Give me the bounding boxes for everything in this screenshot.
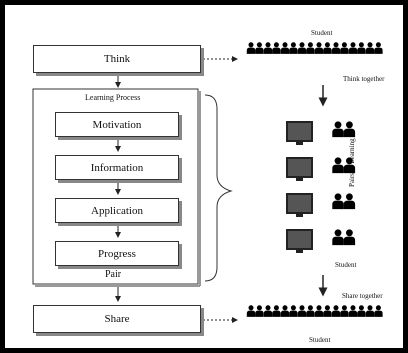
think-box: Think [33,45,201,73]
student-icon-bottom-3 [297,305,315,317]
icon-layer [246,42,383,317]
student-icon-bottom-0 [246,305,264,317]
student-bottom-label: Student [309,336,331,344]
student-pair-icon-2 [332,193,356,210]
student-icon-top-2 [280,42,298,54]
student-icon-top-3 [297,42,315,54]
connector-layer [32,56,328,323]
learning-process-title: Learning Process [85,93,141,102]
student-pair-icon-3 [332,229,356,246]
monitor-icon-3 [286,229,313,253]
student-icon-bottom-5 [331,305,349,317]
learning-process-container [32,88,199,285]
student-icon-top-0 [246,42,264,54]
information-box: Information [55,155,179,180]
student-icon-bottom-6 [348,305,366,317]
student-icon-bottom-1 [263,305,281,317]
student-icon-bottom-4 [314,305,332,317]
student-icon-bottom-2 [280,305,298,317]
student-icon-top-4 [314,42,332,54]
monitor-icon-2 [286,193,313,217]
student-middle-label: Student [335,261,357,269]
student-top-label: Student [311,29,333,37]
monitor-icon-0 [286,121,313,145]
student-icon-top-7 [365,42,383,54]
curly-brace [204,94,233,282]
share-box: Share [33,305,201,333]
diagram-panel: Think Learning Process Motivation Inform… [5,5,403,348]
application-box: Application [55,198,179,223]
think-label: Think [103,53,131,65]
monitor-icon-1 [286,157,313,181]
motivation-box: Motivation [55,112,179,137]
student-icon-bottom-7 [365,305,383,317]
progress-box: Progress [55,241,179,266]
student-icon-top-1 [263,42,281,54]
think-together-label: Think together [343,75,385,83]
student-pair-icon-1 [332,157,356,174]
student-icon-top-5 [331,42,349,54]
pair-label: Pair [105,269,122,280]
student-icon-top-6 [348,42,366,54]
student-pair-icon-0 [332,121,356,138]
share-together-label: Share together [342,292,383,300]
